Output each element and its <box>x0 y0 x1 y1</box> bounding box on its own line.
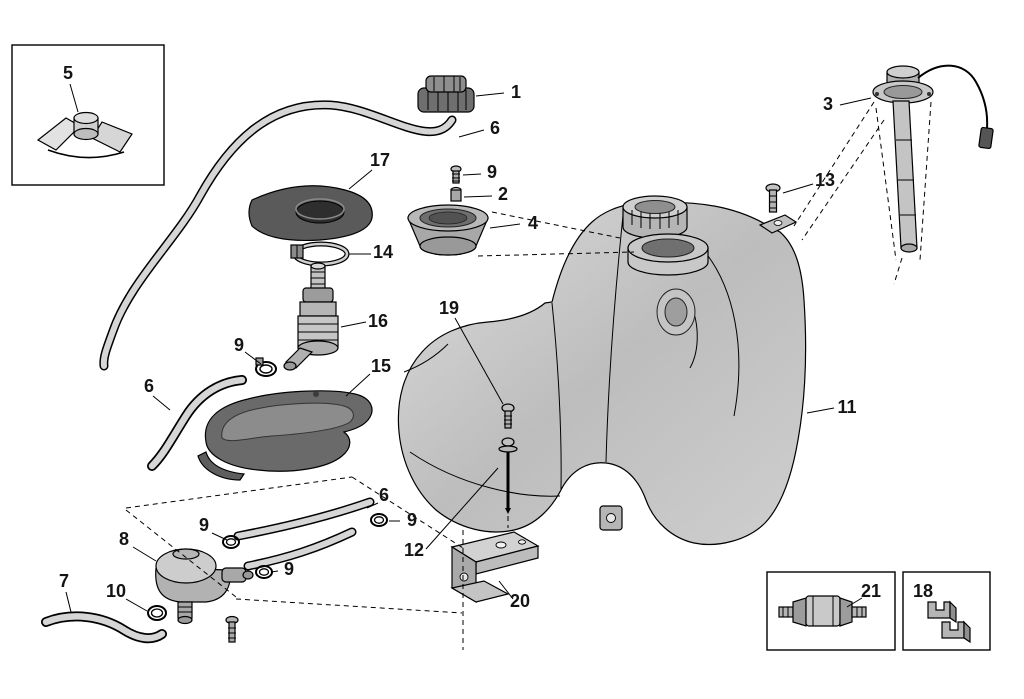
part-9-clamp-bottom-lower <box>255 565 273 579</box>
callout-19: 19 <box>439 298 459 318</box>
callout-9d: 9 <box>199 515 209 535</box>
callout-8: 8 <box>119 529 129 549</box>
callout-10: 10 <box>106 581 126 601</box>
tank-bottom-tab <box>599 505 623 531</box>
callout-1: 1 <box>511 82 521 102</box>
part-5-box <box>11 44 165 186</box>
callout-21: 21 <box>861 581 881 601</box>
callout-7: 7 <box>59 571 69 591</box>
leader-lines <box>65 83 872 613</box>
part-5-mount-bracket <box>36 111 133 159</box>
callout-11: 11 <box>837 397 856 417</box>
part-10-clamp <box>147 605 167 621</box>
part-14-hose-clamp <box>290 241 350 267</box>
callout-12: 12 <box>404 540 424 560</box>
callout-13: 13 <box>815 170 835 190</box>
part-9-clamp-bottom-right <box>370 513 388 527</box>
callout-14: 14 <box>373 242 393 262</box>
callout-6a: 6 <box>490 118 500 138</box>
part-7-hose <box>41 611 167 644</box>
part-9-clamp-bottom-left <box>222 535 240 549</box>
part-21-box <box>766 571 896 651</box>
part-9-screw-top <box>450 165 462 184</box>
part-16-fuel-valve <box>283 262 339 371</box>
part-4-filler-seal <box>407 204 489 256</box>
callout-2: 2 <box>498 184 508 204</box>
callout-17: 17 <box>370 150 390 170</box>
part-13-sender-screw <box>765 183 781 213</box>
callout-9e: 9 <box>284 559 294 579</box>
tank-mount-tab <box>758 214 798 234</box>
part-1-fuel-cap <box>417 75 475 113</box>
callout-18: 18 <box>913 581 933 601</box>
part-9-clamp-mid <box>255 357 277 377</box>
tank-recess <box>656 288 696 336</box>
part-6-vent-hose-top <box>99 100 457 371</box>
tap-screw <box>225 615 239 643</box>
callout-6c: 6 <box>379 485 389 505</box>
callout-20: 20 <box>510 591 530 611</box>
callout-16: 16 <box>368 311 388 331</box>
part-8-fuel-tap <box>155 548 254 643</box>
sender-connector <box>978 126 994 150</box>
assembly-guide-lines <box>125 101 932 650</box>
part-15-valve-housing <box>197 390 373 481</box>
part-3-fuel-level-sender <box>872 64 994 253</box>
part-2-fitting <box>450 186 462 202</box>
callout-6b: 6 <box>144 376 154 396</box>
part-18-box <box>902 571 991 651</box>
part-19-screw <box>501 403 515 429</box>
part-20-support-bracket <box>450 531 540 604</box>
callout-5: 5 <box>63 63 73 83</box>
tank-filler-neck <box>622 195 709 276</box>
part-21-fuel-filter <box>778 595 867 627</box>
callout-4: 4 <box>528 213 538 233</box>
callout-9a: 9 <box>487 162 497 182</box>
part-6-hose-left <box>147 375 247 471</box>
callout-9b: 9 <box>234 335 244 355</box>
callout-3: 3 <box>823 94 833 114</box>
part-17-rubber-boot <box>248 185 373 242</box>
callout-9c: 9 <box>407 510 417 530</box>
callout-15: 15 <box>371 356 391 376</box>
part-6-hose-bottom <box>233 497 375 571</box>
callout-labels: 5 1 6 9 2 17 4 14 3 13 16 9 15 6 19 11 6… <box>59 63 933 611</box>
part-18-retainer-clips <box>927 600 971 644</box>
part-11-fuel-tank <box>397 195 807 546</box>
